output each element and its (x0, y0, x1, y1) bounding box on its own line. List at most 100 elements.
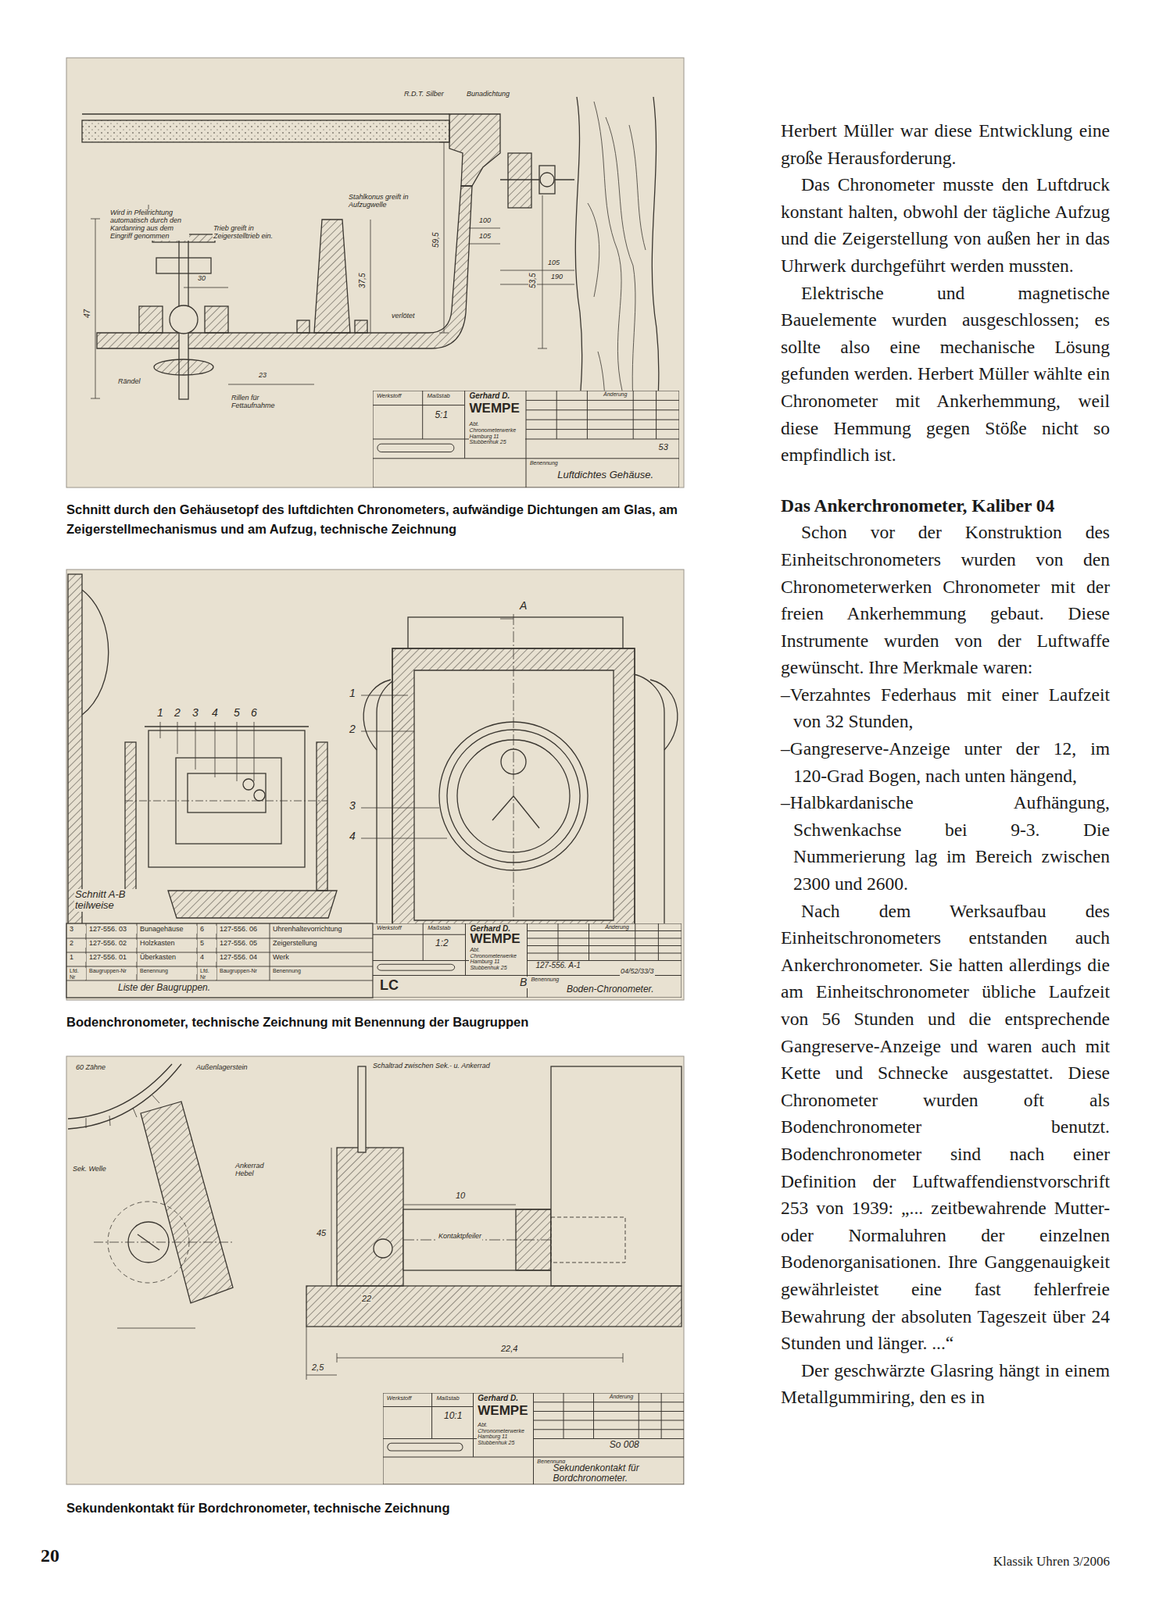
drawing-rect (357, 1066, 366, 1153)
drawing-line (443, 142, 445, 333)
table-cell: Uhrenhaltevorrichtung (271, 926, 373, 934)
drawing-line (361, 695, 408, 697)
table-cell: 4 (199, 954, 217, 963)
drawing-path (587, 203, 600, 297)
drawing-path (363, 679, 391, 751)
title-block-text: Werkstoff (375, 393, 403, 400)
table-cell: 5 (199, 940, 217, 949)
body-text: Herbert Müller war diese Entwicklung ein… (780, 117, 1110, 172)
drawing-path (314, 219, 351, 333)
table-cell: 1 (68, 954, 86, 963)
body-text: Nach dem Werksaufbau des Einheitschronom… (780, 898, 1110, 1358)
title-block-text: Abt. Chronometerwerke Hamburg 11 Stubben… (476, 1422, 533, 1447)
drawing-line (492, 796, 514, 821)
list-item: –Halbkardanische Aufhängung, Schwenkachs… (780, 789, 1110, 898)
drawing-rect (148, 730, 305, 868)
table-cell: 2 (68, 940, 86, 949)
drawing-label: Rändel (117, 378, 142, 387)
drawing-rect (66, 1056, 684, 1485)
title-block-text: Änderung (604, 924, 630, 931)
drawing-line (228, 384, 315, 386)
drawing-rect (336, 1148, 404, 1287)
dimension-label: 2,5 (311, 1363, 325, 1373)
title-block-text: Abt. Chronometerwerke Hamburg 11 Stubben… (468, 947, 526, 972)
drawing-line (214, 722, 216, 778)
drawing-line (183, 287, 229, 289)
drawing-label: Ankerrad Hebel (234, 1162, 283, 1179)
title-block-text: 04/52/33/3 (619, 968, 655, 977)
section-heading: Das Ankerchronometer, Kaliber 04 (780, 492, 1110, 520)
drawing-rect (296, 320, 310, 333)
drawing-line (269, 923, 271, 981)
drawing-rect (515, 1209, 552, 1271)
drawing-path (82, 590, 109, 716)
drawing-rect (139, 306, 163, 333)
drawing-path (96, 186, 473, 349)
callout-number: 2 (348, 723, 357, 736)
drawing-line (403, 1205, 516, 1206)
drawing-line (468, 243, 501, 245)
title-block-text: Gerhard D. (468, 392, 512, 401)
drawing-path (449, 114, 501, 187)
drawing-line (236, 722, 238, 782)
footer-text: Klassik Uhren 3/2006 (993, 1555, 1110, 1571)
drawing-line (336, 1358, 623, 1360)
title-block-text: Werkstoff (386, 1395, 413, 1403)
dimension-label: 22,4 (500, 1344, 519, 1354)
drawing-line (370, 219, 372, 333)
title-block-text: WEMPE (476, 1404, 529, 1418)
drawing-path (168, 890, 337, 919)
title-block-text: Sekundenkontakt für Bordchronometer. (552, 1463, 684, 1485)
dimension-label: 10 (454, 1191, 466, 1201)
drawing-rect (551, 1217, 626, 1264)
drawing-label: Rillen für Fettaufnahme (230, 394, 291, 411)
drawing-label: Stahlkonus greift in Aufzugwelle (347, 193, 422, 210)
drawing-line (160, 722, 162, 739)
title-block-text: So 008 (608, 1440, 641, 1451)
drawing-path (650, 679, 678, 751)
title-block-text: Werkstoff (375, 925, 403, 932)
drawing-line (468, 228, 501, 229)
drawing-circle (254, 790, 265, 802)
table-cell: Zeigerstellung (271, 940, 373, 949)
drawing-line (513, 796, 540, 829)
drawing-line (537, 348, 548, 350)
drawing-line (439, 142, 449, 144)
drawing-use (372, 923, 682, 999)
list-item: –Gangreserve-Anzeige unter der 12, im 12… (780, 735, 1110, 790)
table-cell: 127-556. 01 (88, 954, 137, 963)
title-block-text: 5:1 (433, 410, 449, 421)
drawing-path (593, 101, 623, 391)
drawing-line (132, 1108, 137, 1118)
drawing-polygon (140, 1102, 233, 1304)
table-cell: 127-556. 02 (88, 940, 137, 949)
title-block-text: Luftdichtes Gehäuse. (556, 469, 676, 481)
drawing-line (500, 178, 575, 180)
drawing-circle (169, 305, 198, 334)
drawing-line (109, 1116, 111, 1127)
drawing-label: Sek. Welle (71, 1166, 108, 1174)
dimension-label: 53,5 (528, 272, 537, 290)
drawing-rect (67, 574, 83, 981)
dimension-label: 22 (361, 1294, 373, 1304)
drawing-line (500, 284, 575, 286)
title-block-text: Gerhard D. (468, 925, 512, 934)
callout-number: 2 (173, 707, 182, 720)
title-block-text: 1:2 (434, 938, 450, 949)
dimension-label: 45 (315, 1228, 327, 1238)
drawing-label: verlötet (390, 312, 416, 321)
drawing-line (195, 722, 197, 770)
dimension-label: 105 (547, 259, 561, 268)
dimension-label: 37,5 (357, 272, 367, 290)
callout-number: 4 (348, 830, 357, 843)
drawing-label: 60 Zähne (75, 1064, 107, 1073)
table-cell: Holzkasten (139, 940, 197, 949)
drawing-line (306, 1375, 337, 1377)
drawing-line (622, 1353, 624, 1364)
title-block-text: Maßstab (426, 925, 451, 932)
drawing-line (117, 1328, 196, 1330)
table-cell: 127-556. 05 (218, 940, 269, 949)
drawing-line (66, 966, 373, 968)
title-block-text: 10:1 (443, 1411, 463, 1422)
